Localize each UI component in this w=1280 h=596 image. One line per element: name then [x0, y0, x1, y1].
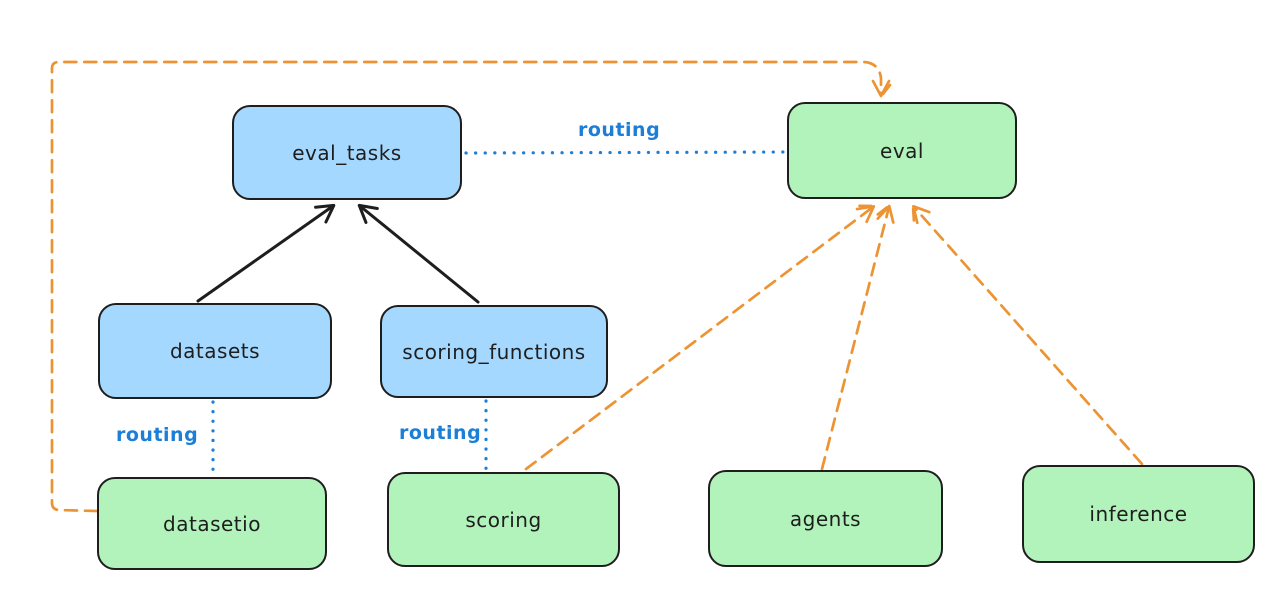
- edge-inference-to-eval: [911, 204, 1144, 466]
- routing-label-scoring-functions-scoring: routing: [399, 422, 482, 444]
- node-eval-tasks-label: eval_tasks: [292, 140, 402, 165]
- node-agents: agents: [708, 470, 943, 567]
- node-eval-label: eval: [880, 138, 924, 163]
- node-scoring-functions: scoring_functions: [380, 305, 608, 398]
- node-datasetio: datasetio: [97, 477, 327, 570]
- edge-agents-to-eval: [820, 204, 895, 471]
- node-inference: inference: [1022, 465, 1255, 563]
- node-agents-label: agents: [789, 506, 862, 531]
- node-scoring: scoring: [387, 472, 620, 567]
- node-scoring-label: scoring: [465, 507, 542, 532]
- node-datasets-label: datasets: [169, 339, 261, 363]
- node-inference-label: inference: [1089, 502, 1188, 526]
- edge-datasetio-to-eval: [50, 60, 892, 513]
- node-eval: eval: [787, 102, 1017, 199]
- node-datasetio-label: datasetio: [163, 511, 261, 536]
- node-eval-tasks: eval_tasks: [232, 105, 462, 200]
- node-datasets: datasets: [98, 303, 332, 399]
- edge-scoring-to-eval: [524, 204, 876, 471]
- routing-label-datasets-datasetio: routing: [116, 424, 199, 446]
- node-scoring-functions-label: scoring_functions: [402, 339, 586, 364]
- edge-scoring-functions-to-eval-tasks: [357, 203, 480, 304]
- edge-datasets-to-eval-tasks: [196, 203, 336, 303]
- edge-eval-tasks-to-eval-routing: [464, 150, 788, 155]
- routing-label-eval-tasks-eval: routing: [578, 119, 661, 141]
